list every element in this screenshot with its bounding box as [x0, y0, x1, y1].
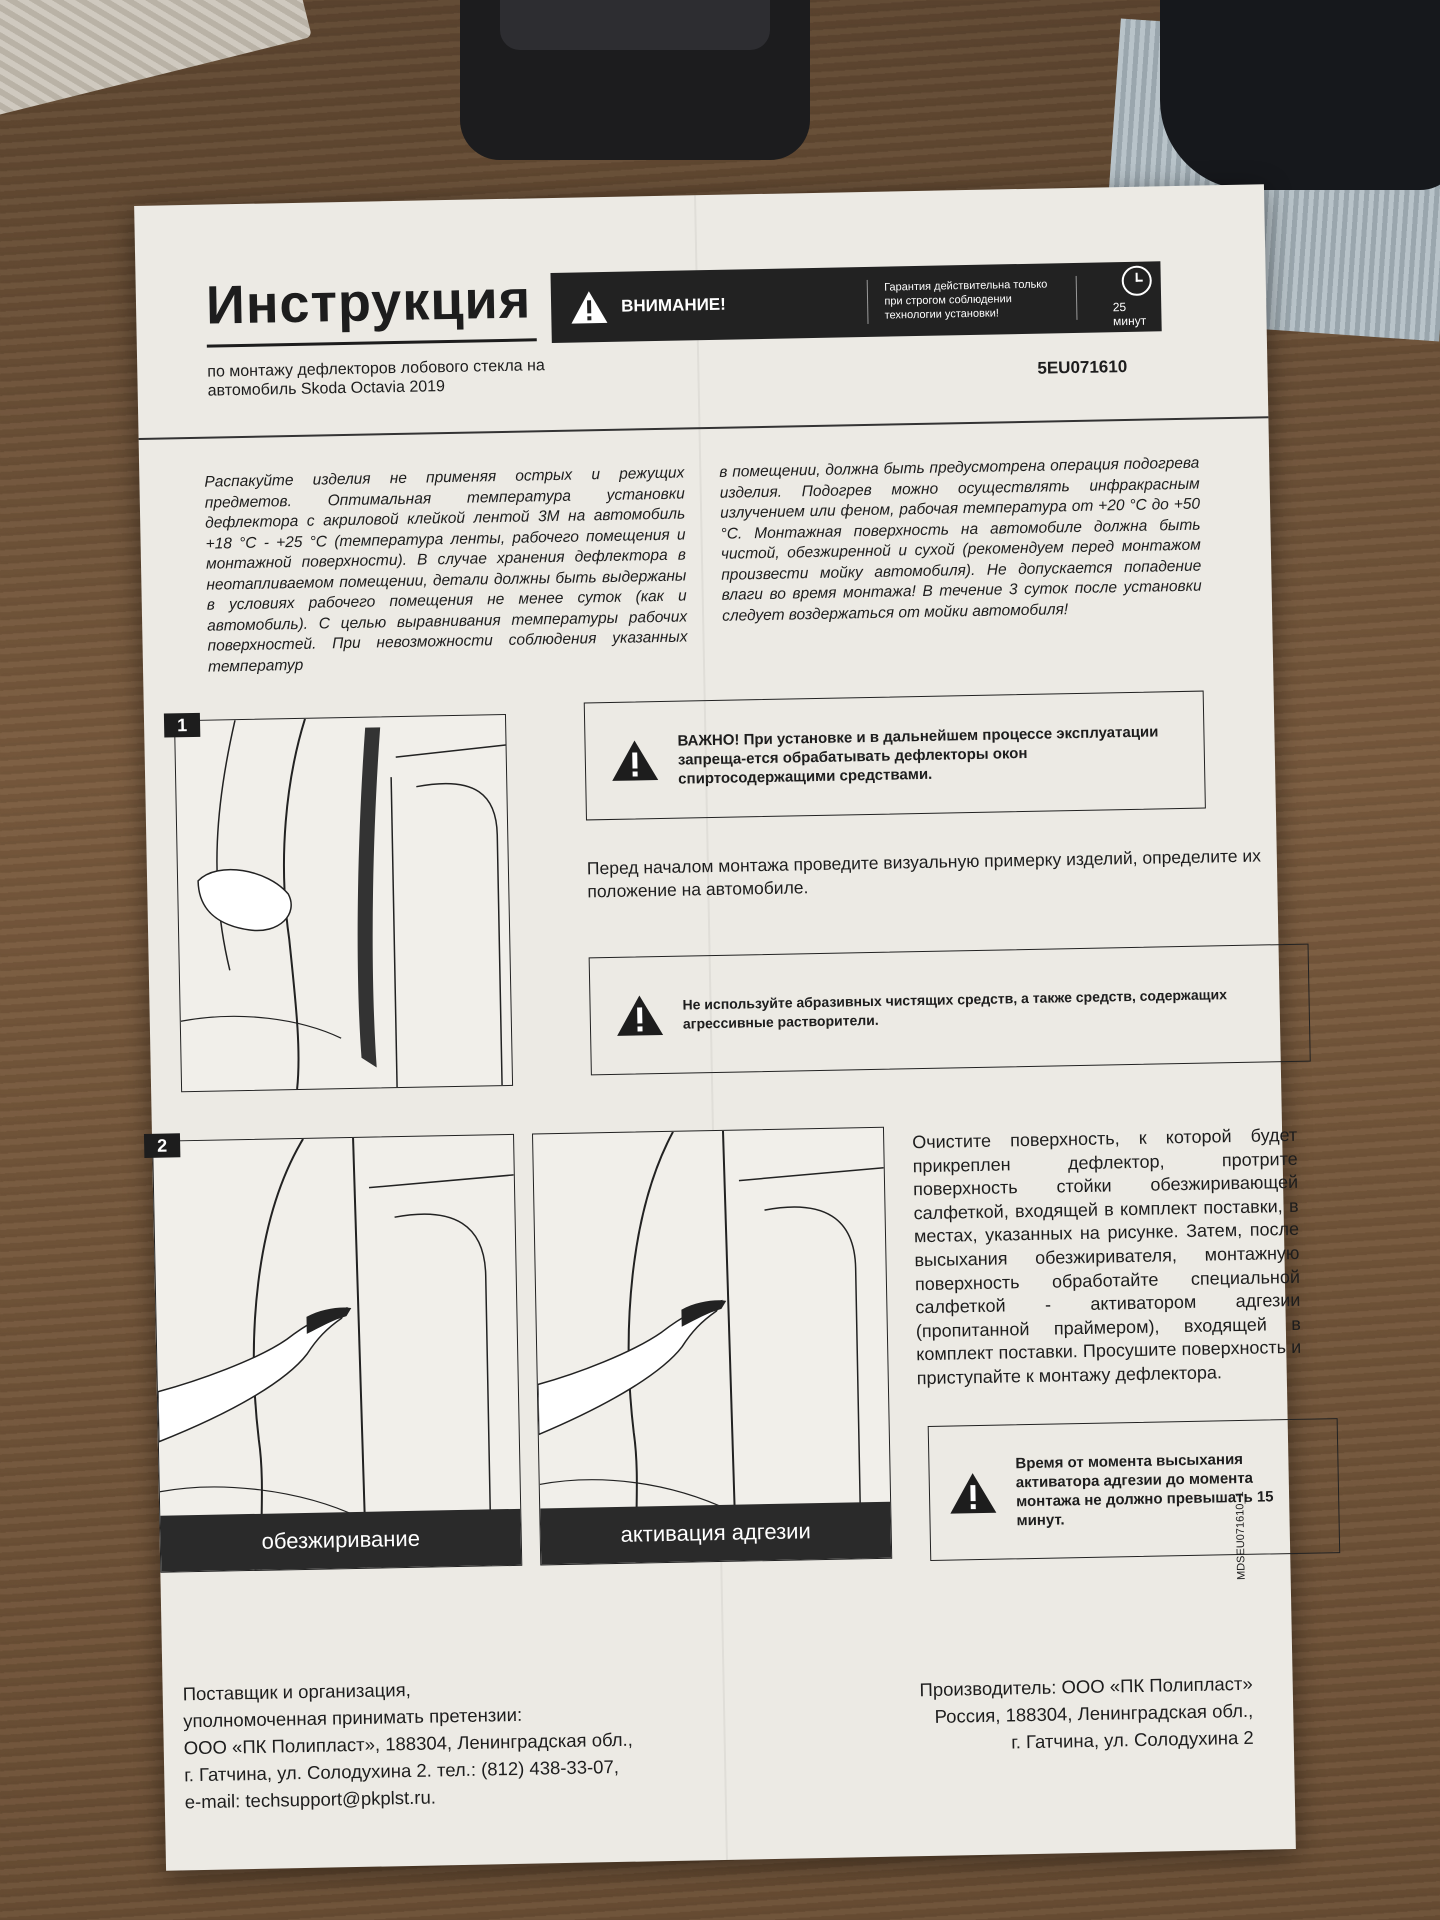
- step2-number: 2: [143, 1133, 181, 1158]
- important-warning-box: ВАЖНО! При установке и в дальнейшем проц…: [583, 690, 1206, 821]
- degrease-illustration: обезжиривание: [152, 1133, 523, 1573]
- background-device: [460, 0, 810, 160]
- step1-number: 1: [163, 712, 201, 738]
- duration-value: 25 минут: [1112, 299, 1147, 329]
- attention-banner: ВНИМАНИЕ! Гарантия действительна только …: [550, 261, 1162, 344]
- abrasive-warning-text: Не используйте абразивных чистящих средс…: [682, 986, 1228, 1032]
- product-code: 5EU071610: [1037, 356, 1128, 378]
- activation-illustration: активация адгезии: [532, 1126, 893, 1566]
- degrease-drawing: [157, 1137, 514, 1570]
- intro-text-left: Распакуйте изделия не применяя острых и …: [204, 464, 688, 676]
- warning-icon: [617, 995, 664, 1036]
- table-cloth: [0, 0, 312, 120]
- caption-degrease: обезжиривание: [160, 1508, 522, 1572]
- clock-icon: [1121, 265, 1152, 297]
- fitting-instruction: Перед началом монтажа проведите визуальн…: [586, 845, 1262, 902]
- activation-drawing: [537, 1130, 884, 1563]
- page-subtitle: по монтажу дефлекторов лобового стекла н…: [207, 357, 545, 400]
- step2-instructions: Очистите поверхность, к которой будет пр…: [912, 1124, 1302, 1389]
- banner-divider: [867, 279, 869, 324]
- header-divider: [138, 416, 1269, 440]
- document-code: MDSEU071610_1: [1234, 1491, 1248, 1581]
- banner-warning-label: ВНИМАНИЕ!: [620, 294, 727, 316]
- instruction-sheet: Инструкция по монтажу дефлекторов лобово…: [134, 184, 1341, 1871]
- banner-guarantee: Гарантия действительна только при строго…: [884, 278, 1048, 322]
- important-body: При установке и в дальнейшем процессе эк…: [677, 722, 1159, 788]
- device-screen: [500, 0, 770, 50]
- manufacturer-info: Производитель: ООО «ПК Полипласт» Россия…: [919, 1670, 1254, 1757]
- warning-icon: [950, 1472, 997, 1514]
- intro-text-right: в помещении, должна быть предусмотрена о…: [719, 454, 1202, 625]
- warning-icon: [571, 291, 608, 324]
- banner-duration: 25 минут: [1112, 265, 1162, 328]
- important-label: ВАЖНО!: [677, 730, 740, 750]
- important-warning-text: ВАЖНО! При установке и в дальнейшем проц…: [677, 722, 1180, 789]
- background-dark-object: [1160, 0, 1440, 190]
- caption-activation: активация адгезии: [540, 1501, 892, 1565]
- banner-warning: ВНИМАНИЕ!: [551, 284, 852, 326]
- step1-illustration: [174, 713, 514, 1093]
- title-underline: [206, 338, 537, 348]
- car-pillar-drawing: [180, 718, 506, 1090]
- page-title: Инструкция: [205, 269, 532, 336]
- supplier-info: Поставщик и организация, уполномоченная …: [182, 1672, 634, 1816]
- abrasive-warning-box: Не используйте абразивных чистящих средс…: [588, 943, 1311, 1076]
- warning-icon: [612, 740, 659, 781]
- time-warning-text: Время от момента высыхания активатора ад…: [1015, 1450, 1274, 1529]
- banner-divider: [1075, 275, 1078, 320]
- time-warning-box: Время от момента высыхания активатора ад…: [927, 1418, 1341, 1561]
